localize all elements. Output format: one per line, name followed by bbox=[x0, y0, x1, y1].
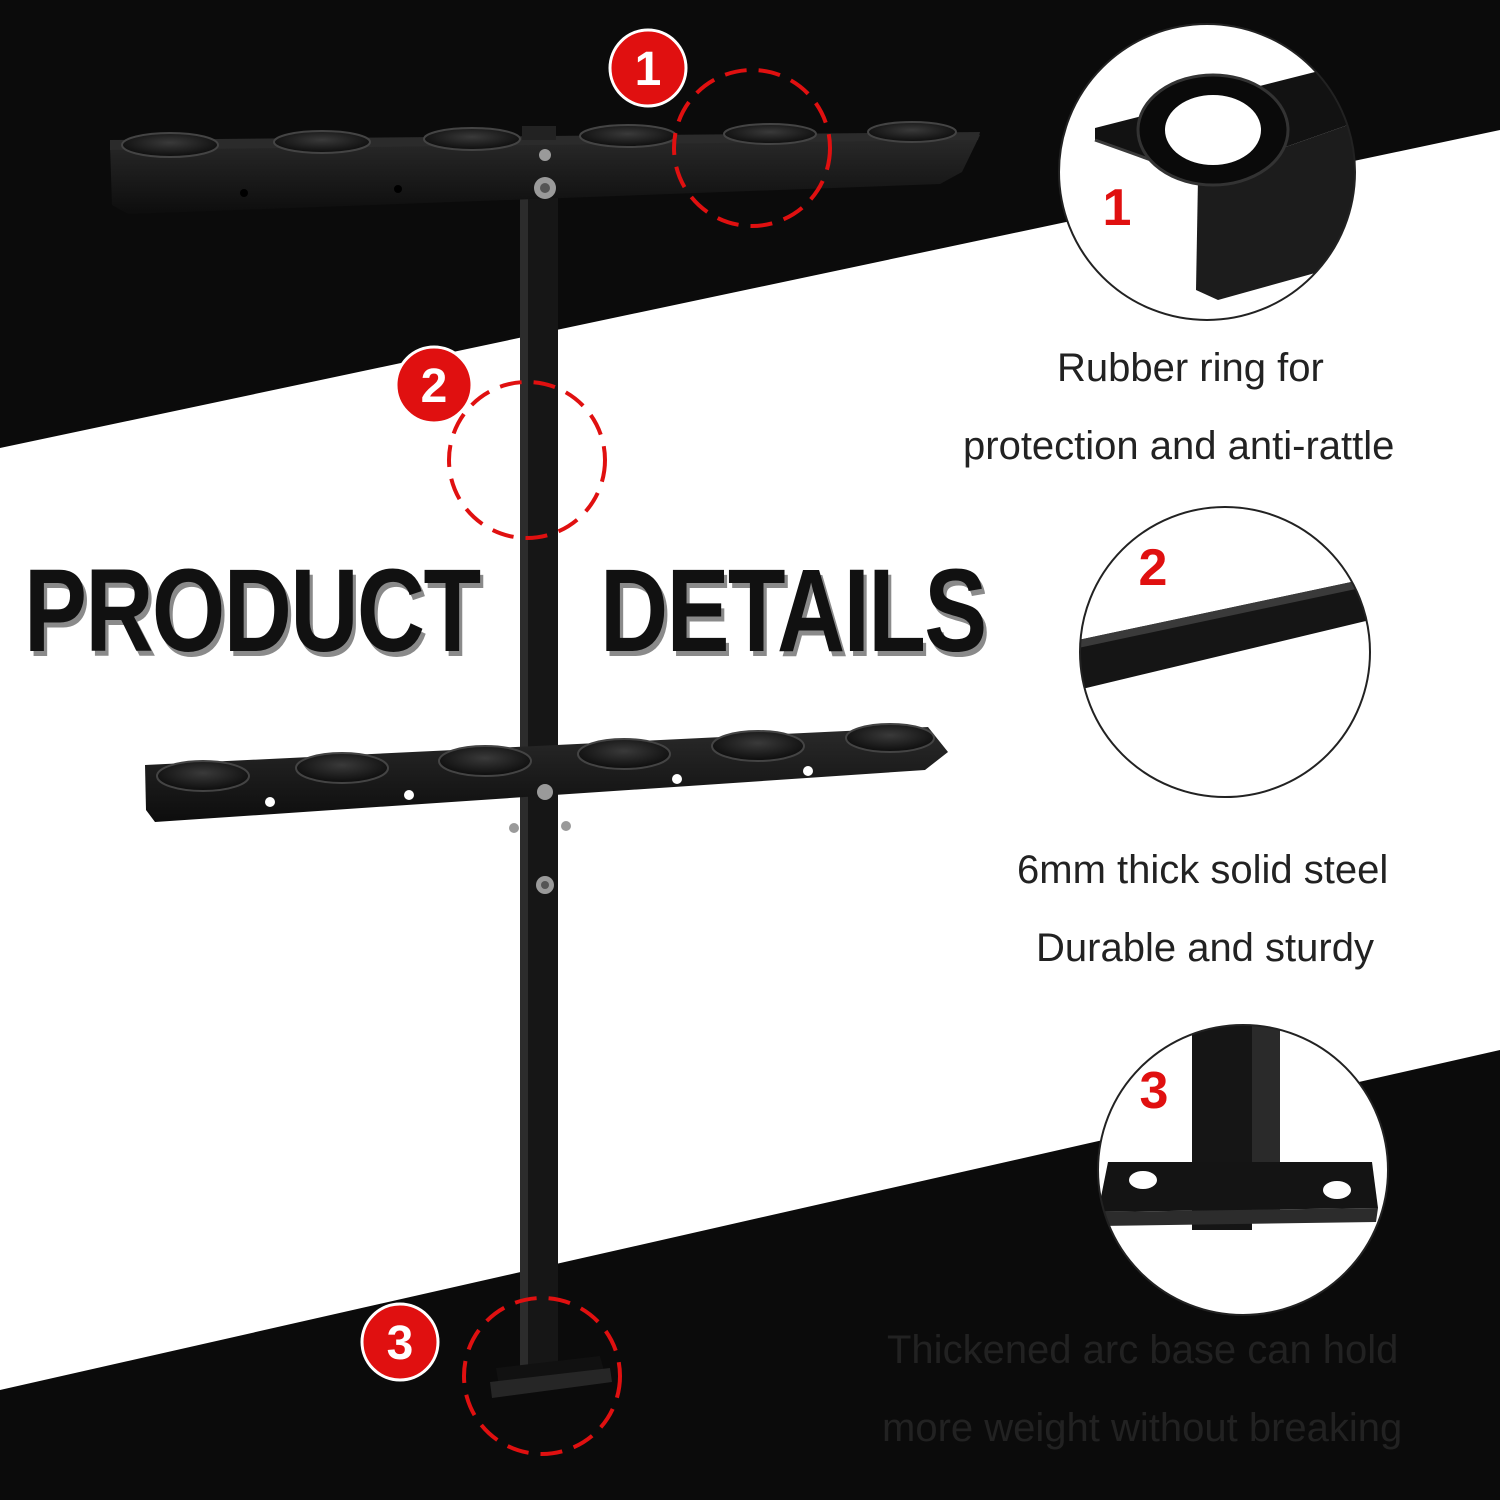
detail-1-number: 1 bbox=[1103, 179, 1132, 237]
number-badge-1: 1 bbox=[608, 28, 688, 108]
detail-3-number: 3 bbox=[1140, 1062, 1169, 1120]
highlight-circle-2 bbox=[447, 380, 607, 540]
number-badge-2: 2 bbox=[394, 345, 474, 425]
base-plate bbox=[490, 1356, 612, 1398]
detail-circle-base: 3 bbox=[1097, 1024, 1389, 1316]
caption-3-line-2: more weight without breaking bbox=[882, 1406, 1403, 1450]
caption-1-line-2: protection and anti-rattle bbox=[963, 424, 1395, 468]
number-badge-3: 3 bbox=[360, 1302, 440, 1382]
caption-3-line-1: Thickened arc base can hold bbox=[887, 1328, 1399, 1372]
highlight-circle-3 bbox=[462, 1296, 622, 1456]
caption-2-line-1: 6mm thick solid steel bbox=[1017, 848, 1389, 892]
badge-3-number: 3 bbox=[387, 1317, 414, 1370]
top-shelf bbox=[110, 121, 980, 214]
detail-circle-rubber-ring: 1 bbox=[1058, 23, 1356, 321]
detail-circle-steel: 2 bbox=[1079, 506, 1371, 798]
detail-2-number: 2 bbox=[1139, 539, 1168, 597]
badge-2-number: 2 bbox=[421, 360, 448, 413]
headline-word-product: PRODUCT bbox=[24, 545, 481, 677]
caption-2-line-2: Durable and sturdy bbox=[1036, 926, 1374, 970]
caption-1-line-1: Rubber ring for bbox=[1057, 346, 1324, 390]
middle-shelf bbox=[145, 723, 948, 894]
highlight-circle-1 bbox=[672, 68, 832, 228]
badge-1-number: 1 bbox=[635, 43, 662, 96]
headline-word-details: DETAILS bbox=[600, 545, 987, 677]
